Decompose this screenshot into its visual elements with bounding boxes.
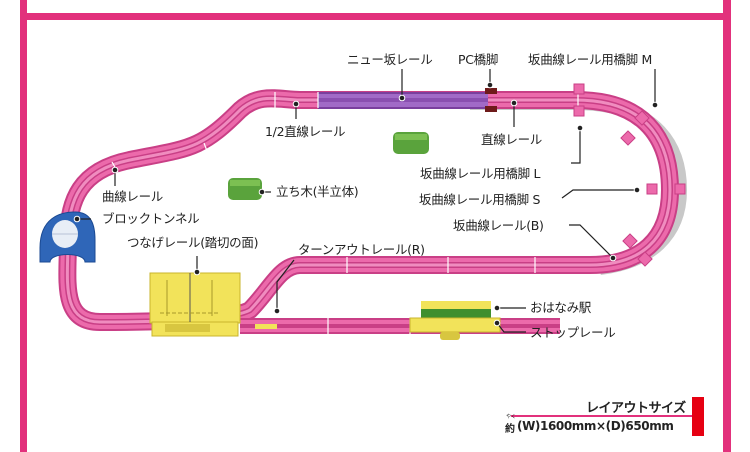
leader-lines [77, 69, 656, 333]
label-stop-rail: ストップレール [530, 325, 616, 340]
label-slope-curve-pier-l: 坂曲線レール用橋脚 L [420, 166, 541, 181]
label-slope-curve-pier-s: 坂曲線レール用橋脚 S [419, 192, 541, 207]
label-new-slope-rail: ニュー坂レール [347, 52, 433, 67]
frame-left-border [20, 0, 27, 452]
layout-size-value: (W)1600mm×(D)650mm [517, 419, 674, 433]
crossing-icon [149, 272, 241, 337]
station-icon [409, 301, 501, 340]
main-track [58, 89, 680, 332]
pier-s-b [637, 251, 653, 267]
slope-curve-piers [573, 83, 686, 267]
label-half-straight-rail: 1/2直線レール [265, 124, 346, 139]
label-turnout-rail-r: ターンアウトレール(R) [298, 242, 425, 257]
pier-m-b [620, 130, 636, 146]
pier-m-a [634, 110, 650, 126]
layout-size-title: レイアウトサイズ [586, 401, 686, 416]
label-curve-rail: 曲線レール [102, 189, 164, 204]
layout-size-accent-bar [692, 397, 704, 436]
pier-top-a [573, 83, 585, 95]
label-pc-pier: PC橋脚 [458, 52, 499, 67]
tree-icon [393, 132, 429, 154]
pc-pier [485, 88, 497, 112]
label-joint-rail-crossing: つなげレール(踏切の面) [127, 235, 259, 250]
frame-right-border [723, 0, 731, 452]
frame-top-border [20, 13, 731, 20]
tree-icon [228, 178, 262, 200]
label-ohanami-station: おはなみ駅 [530, 300, 592, 315]
label-slope-curve-rail-b: 坂曲線レール(B) [453, 218, 544, 233]
leader-dots [73, 81, 659, 327]
label-standing-tree: 立ち木(半立体) [276, 184, 359, 199]
layout-size-ruby: やく [506, 414, 517, 420]
label-straight-rail: 直線レール [481, 132, 543, 147]
pier-s-a [622, 233, 638, 249]
layout-size-prefix: 約 [505, 424, 515, 435]
pier-l-b [646, 183, 658, 195]
pier-l-a [674, 183, 686, 195]
label-block-tunnel: ブロックトンネル [102, 211, 200, 226]
label-slope-curve-pier-m: 坂曲線レール用橋脚 M [528, 52, 652, 67]
turnout-lever [255, 324, 277, 329]
block-tunnel-icon [39, 211, 96, 263]
pier-top-b [573, 105, 585, 117]
layout-size-underline [511, 415, 692, 417]
